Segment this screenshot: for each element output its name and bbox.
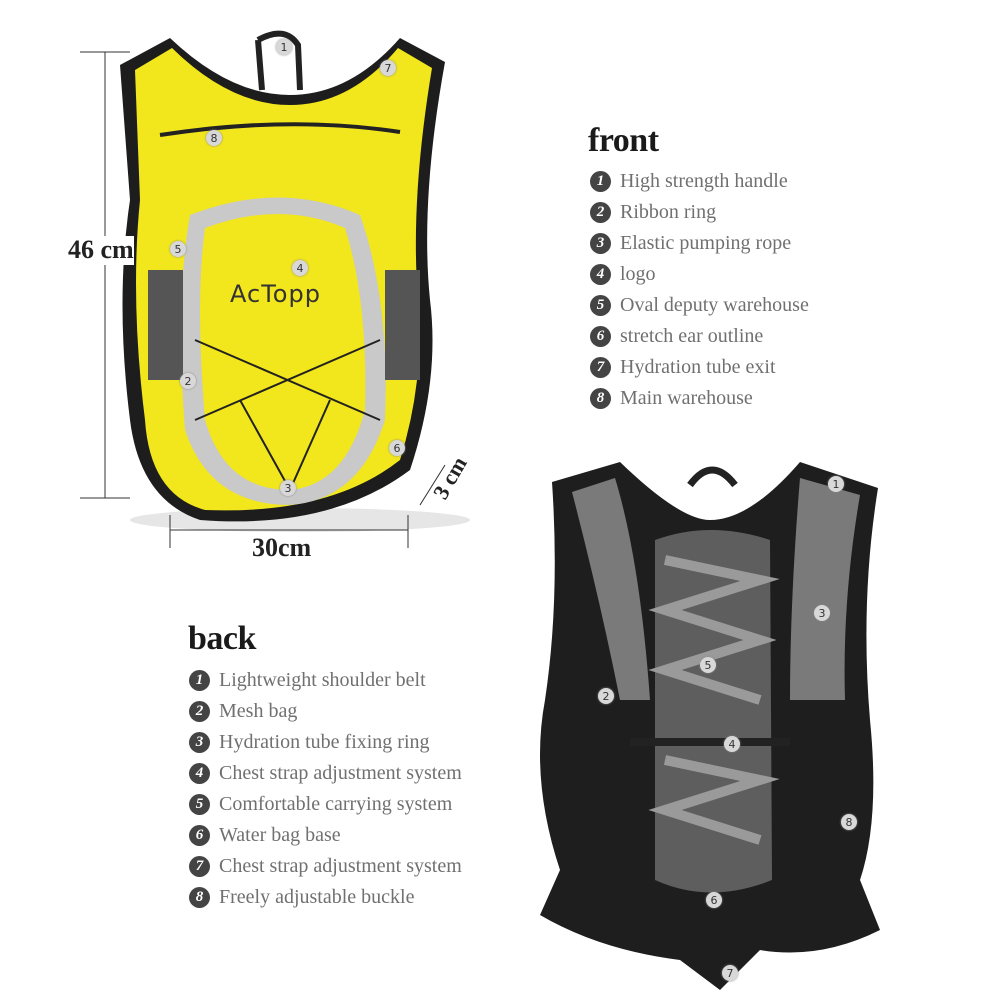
- list-item: 4 Chest strap adjustment system: [189, 758, 462, 789]
- list-item: 6 Water bag base: [189, 820, 462, 851]
- list-item: 5 Comfortable carrying system: [189, 789, 462, 820]
- list-item: 6 stretch ear outline: [590, 321, 809, 352]
- front-feature-list: 1 High strength handle 2 Ribbon ring 3 Elas…: [590, 166, 809, 414]
- item-label: Hydration tube exit: [620, 356, 776, 378]
- item-label: Mesh bag: [219, 700, 298, 722]
- back-marker: 1: [828, 476, 844, 492]
- item-label: Main warehouse: [620, 387, 753, 409]
- item-label: Ribbon ring: [620, 201, 717, 223]
- list-item: 7 Hydration tube exit: [590, 352, 809, 383]
- front-marker: 1: [276, 39, 292, 55]
- brand-logo: AcTopp: [230, 280, 321, 308]
- item-label: Chest strap adjustment system: [219, 762, 462, 784]
- list-item: 2 Mesh bag: [189, 696, 462, 727]
- front-backpack-image: [80, 30, 470, 548]
- back-marker: 7: [722, 965, 738, 981]
- back-heading: back: [188, 620, 256, 657]
- number-badge: 6: [590, 326, 611, 347]
- front-marker: 3: [280, 480, 296, 496]
- item-label: Freely adjustable buckle: [219, 886, 415, 908]
- list-item: 3 Elastic pumping rope: [590, 228, 809, 259]
- front-heading: front: [588, 122, 659, 159]
- number-badge: 5: [189, 794, 210, 815]
- number-badge: 8: [590, 388, 611, 409]
- item-label: Elastic pumping rope: [620, 232, 792, 254]
- item-label: High strength handle: [620, 170, 788, 192]
- width-dimension: 30cm: [252, 533, 312, 563]
- item-label: Oval deputy warehouse: [620, 294, 809, 316]
- list-item: 4 logo: [590, 259, 809, 290]
- item-label: Chest strap adjustment system: [219, 855, 462, 877]
- number-badge: 7: [189, 856, 210, 877]
- height-dimension: 46 cm: [68, 235, 134, 265]
- front-marker: 5: [170, 241, 186, 257]
- number-badge: 4: [189, 763, 210, 784]
- front-marker: 6: [389, 440, 405, 456]
- number-badge: 5: [590, 295, 611, 316]
- number-badge: 7: [590, 357, 611, 378]
- back-marker: 6: [706, 892, 722, 908]
- front-marker: 2: [180, 373, 196, 389]
- item-label: Lightweight shoulder belt: [219, 669, 426, 691]
- number-badge: 6: [189, 825, 210, 846]
- back-backpack-image: [540, 462, 880, 990]
- number-badge: 2: [590, 202, 611, 223]
- front-marker: 7: [380, 60, 396, 76]
- list-item: 1 High strength handle: [590, 166, 809, 197]
- number-badge: 8: [189, 887, 210, 908]
- back-marker: 5: [700, 657, 716, 673]
- list-item: 3 Hydration tube fixing ring: [189, 727, 462, 758]
- front-marker: 4: [292, 260, 308, 276]
- item-label: stretch ear outline: [620, 325, 764, 347]
- number-badge: 2: [189, 701, 210, 722]
- item-label: logo: [620, 263, 656, 285]
- front-marker: 8: [206, 130, 222, 146]
- list-item: 8 Freely adjustable buckle: [189, 882, 462, 913]
- number-badge: 1: [189, 670, 210, 691]
- list-item: 1 Lightweight shoulder belt: [189, 665, 462, 696]
- number-badge: 3: [590, 233, 611, 254]
- list-item: 8 Main warehouse: [590, 383, 809, 414]
- back-marker: 3: [814, 605, 830, 621]
- list-item: 5 Oval deputy warehouse: [590, 290, 809, 321]
- number-badge: 4: [590, 264, 611, 285]
- back-marker: 8: [841, 814, 857, 830]
- item-label: Comfortable carrying system: [219, 793, 453, 815]
- list-item: 7 Chest strap adjustment system: [189, 851, 462, 882]
- back-marker: 4: [724, 736, 740, 752]
- item-label: Water bag base: [219, 824, 341, 846]
- back-marker: 2: [598, 688, 614, 704]
- number-badge: 1: [590, 171, 611, 192]
- number-badge: 3: [189, 732, 210, 753]
- back-feature-list: 1 Lightweight shoulder belt 2 Mesh bag 3 Hy…: [189, 665, 462, 913]
- list-item: 2 Ribbon ring: [590, 197, 809, 228]
- item-label: Hydration tube fixing ring: [219, 731, 430, 753]
